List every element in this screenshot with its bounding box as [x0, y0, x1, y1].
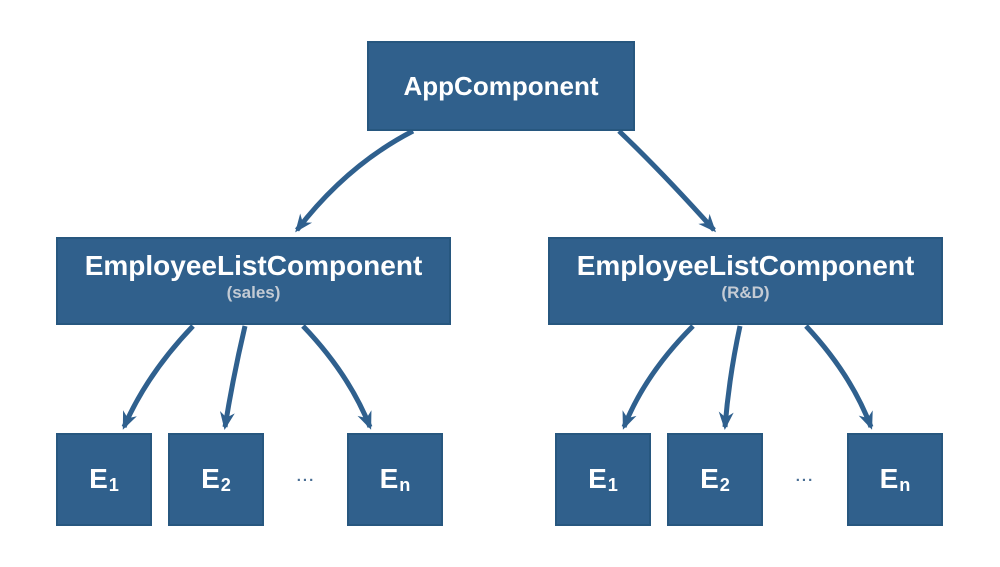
- e-base: E: [89, 463, 108, 495]
- arrow-rnd-to-en: [804, 324, 874, 430]
- node-label: E2: [201, 463, 231, 496]
- node-sales-e1: E1: [56, 433, 152, 526]
- e-subscript: 1: [108, 475, 119, 496]
- node-employee-list-sales: EmployeeListComponent (sales): [56, 237, 451, 325]
- node-sublabel: (sales): [226, 282, 281, 302]
- e-base: E: [588, 463, 607, 495]
- node-rnd-en: En: [847, 433, 943, 526]
- node-rnd-e1: E1: [555, 433, 651, 526]
- node-rnd-e2: E2: [667, 433, 763, 526]
- node-label: En: [879, 463, 911, 496]
- node-sales-e2: E2: [168, 433, 264, 526]
- arrow-rnd-to-e1: [621, 324, 695, 430]
- e-base: E: [201, 463, 220, 495]
- e-base: E: [879, 463, 899, 495]
- node-label: E1: [89, 463, 119, 496]
- node-sublabel: (R&D): [721, 282, 770, 302]
- arrow-sales-to-e1: [121, 324, 195, 430]
- ellipsis-rnd: ...: [795, 468, 815, 485]
- node-label: EmployeeListComponent: [576, 249, 915, 281]
- node-label: EmployeeListComponent: [84, 249, 423, 281]
- node-sales-en: En: [347, 433, 443, 526]
- node-label: E2: [700, 463, 730, 496]
- e-subscript: n: [899, 475, 911, 496]
- e-subscript: 1: [607, 475, 618, 496]
- arrow-rnd-to-e2: [718, 325, 743, 430]
- node-label: En: [379, 463, 411, 496]
- arrow-app-to-rnd-list: [617, 129, 717, 233]
- node-label: E1: [588, 463, 618, 496]
- e-base: E: [379, 463, 399, 495]
- node-employee-list-rnd: EmployeeListComponent (R&D): [548, 237, 943, 325]
- arrow-sales-to-e2: [219, 325, 248, 430]
- arrow-app-to-sales-list: [295, 128, 415, 233]
- e-subscript: 2: [220, 475, 231, 496]
- e-base: E: [700, 463, 719, 495]
- node-app-component: AppComponent: [367, 41, 635, 131]
- e-subscript: n: [399, 475, 411, 496]
- e-subscript: 2: [719, 475, 730, 496]
- node-label: AppComponent: [403, 70, 599, 101]
- arrow-sales-to-en: [301, 324, 373, 430]
- ellipsis-sales: ...: [296, 468, 316, 485]
